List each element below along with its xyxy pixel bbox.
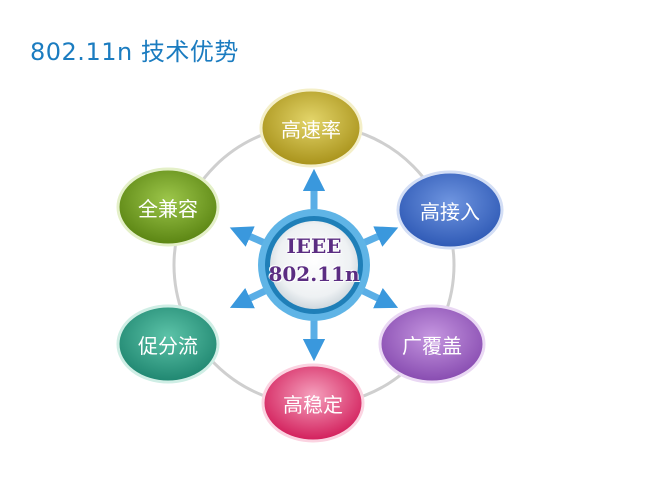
node-label: 广覆盖	[402, 333, 462, 358]
node-high-rate: 高速率	[261, 90, 361, 166]
node-label: 促分流	[138, 333, 198, 358]
node-high-stability: 高稳定	[263, 365, 363, 441]
node-load-balance: 促分流	[118, 306, 218, 382]
node-wide-coverage: 广覆盖	[380, 306, 484, 382]
center-standard-label: IEEE 802.11n	[262, 232, 366, 288]
node-label: 高速率	[281, 117, 341, 142]
node-high-access: 高接入	[398, 172, 502, 248]
arrows	[229, 168, 399, 362]
page-title: 802.11n 技术优势	[30, 38, 239, 66]
node-label: 高接入	[420, 199, 480, 224]
node-full-compat: 全兼容	[118, 169, 218, 245]
node-label: 全兼容	[138, 196, 198, 221]
node-label: 高稳定	[283, 392, 343, 417]
center-line-2: 802.11n	[268, 262, 360, 286]
center-line-1: IEEE	[286, 234, 342, 258]
